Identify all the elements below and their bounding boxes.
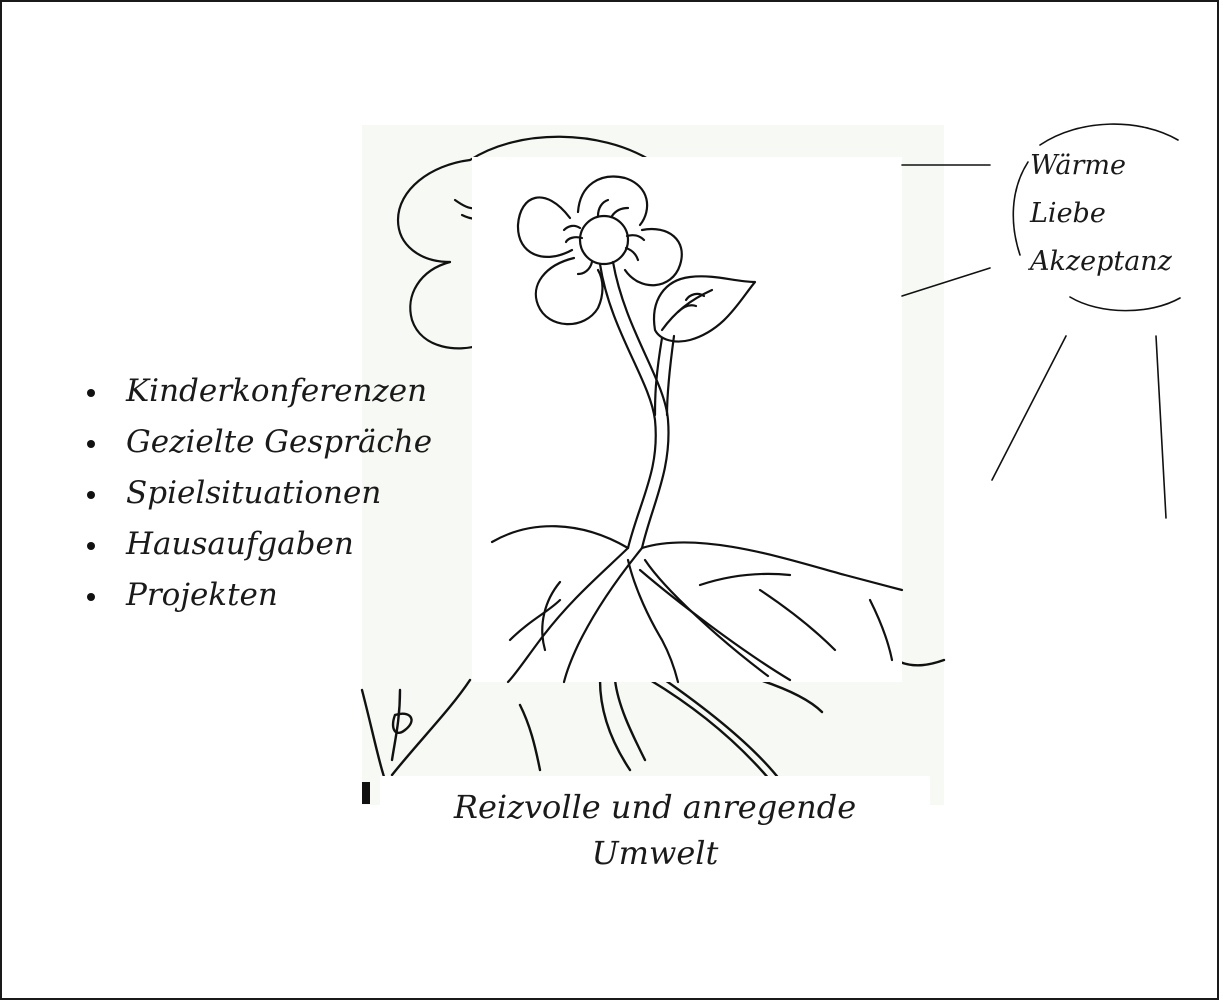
ground-and-roots bbox=[490, 525, 904, 684]
sun-word-warmth: Wärme bbox=[1030, 150, 1126, 181]
activity-list: Kinderkonferenzen Gezielte Gespräche Spi… bbox=[78, 366, 432, 621]
corner-mark bbox=[362, 782, 370, 804]
sun-rays bbox=[901, 164, 1167, 519]
leaf bbox=[652, 275, 757, 343]
list-item: Gezielte Gespräche bbox=[78, 417, 432, 468]
list-item: Projekten bbox=[78, 570, 432, 621]
list-item: Kinderkonferenzen bbox=[78, 366, 432, 417]
foreground-panel bbox=[472, 157, 902, 682]
caption-line-1: Reizvolle und anregende bbox=[453, 788, 857, 826]
caption: Reizvolle und anregende Umwelt bbox=[380, 776, 930, 886]
flower-head bbox=[516, 175, 683, 326]
background-roots bbox=[360, 658, 946, 802]
sun-word-acceptance: Akzeptanz bbox=[1030, 246, 1172, 277]
stem bbox=[598, 260, 676, 550]
sun-word-love: Liebe bbox=[1030, 198, 1106, 229]
list-item: Spielsituationen bbox=[78, 468, 432, 519]
sun-label: Wärme Liebe Akzeptanz bbox=[1030, 142, 1172, 286]
sun-circle bbox=[1012, 123, 1181, 312]
caption-line-2: Umwelt bbox=[591, 834, 719, 872]
list-item: Hausaufgaben bbox=[78, 519, 432, 570]
